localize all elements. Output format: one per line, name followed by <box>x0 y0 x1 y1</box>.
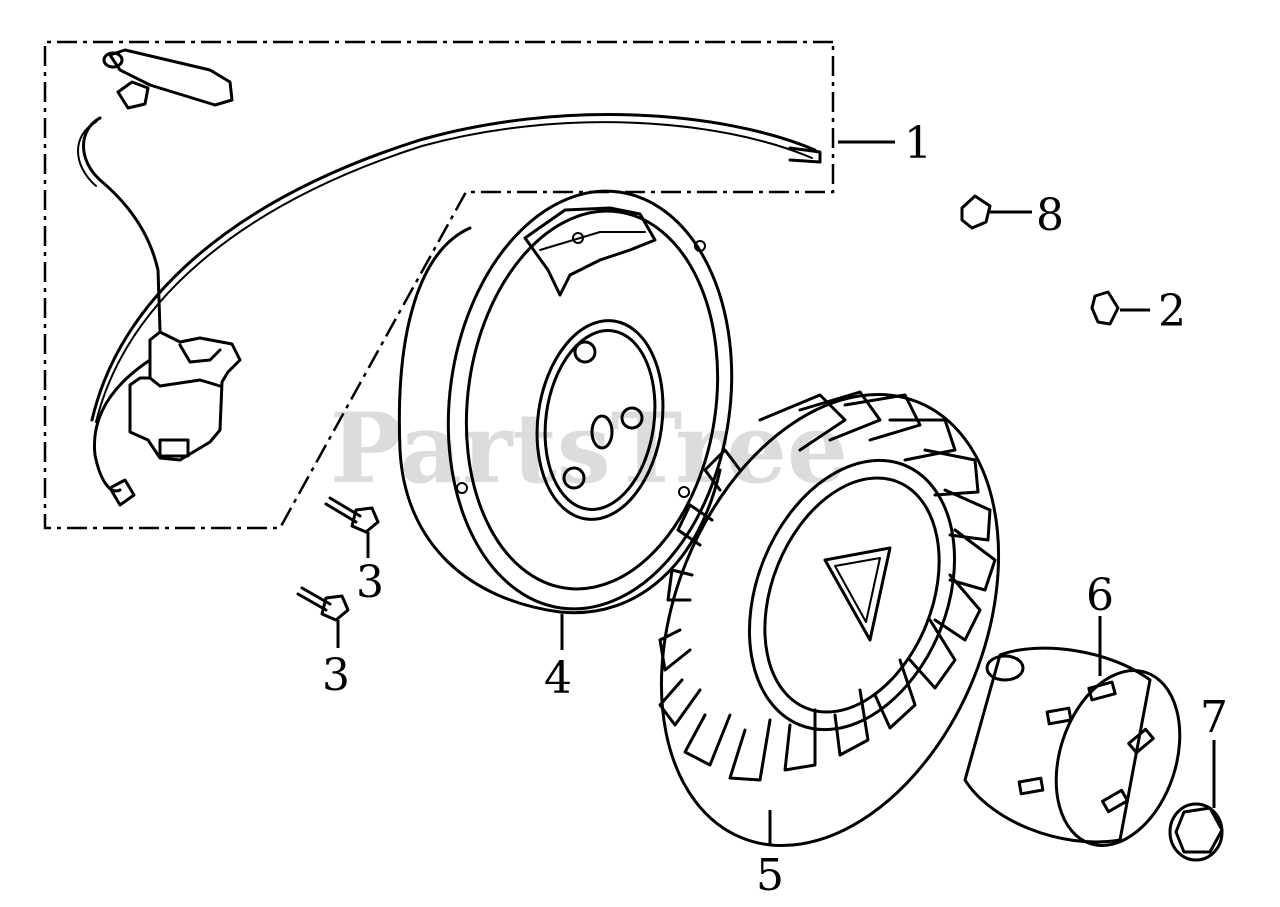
ignition-coil[interactable] <box>77 48 822 507</box>
callout-8: 8 <box>1036 190 1064 241</box>
callout-4: 4 <box>544 653 572 704</box>
starter-cup[interactable] <box>963 646 1201 861</box>
cooling-fan[interactable] <box>598 344 1061 896</box>
bolt-upper[interactable] <box>324 496 380 534</box>
ignition-coil-group-boundary <box>43 40 835 530</box>
watermark-text: PartsTree <box>330 392 848 505</box>
clip[interactable] <box>960 194 992 230</box>
callout-5: 5 <box>756 850 784 901</box>
nut[interactable] <box>1090 290 1120 326</box>
bolt-lower[interactable] <box>296 586 350 622</box>
callout-2: 2 <box>1158 286 1186 337</box>
callout-3-lower: 3 <box>322 650 350 701</box>
callout-6: 6 <box>1086 570 1114 621</box>
callout-3-upper: 3 <box>356 557 384 608</box>
flange-nut[interactable] <box>1168 802 1224 862</box>
flywheel[interactable] <box>397 173 757 628</box>
callout-1: 1 <box>904 118 932 169</box>
callout-7: 7 <box>1200 692 1228 743</box>
